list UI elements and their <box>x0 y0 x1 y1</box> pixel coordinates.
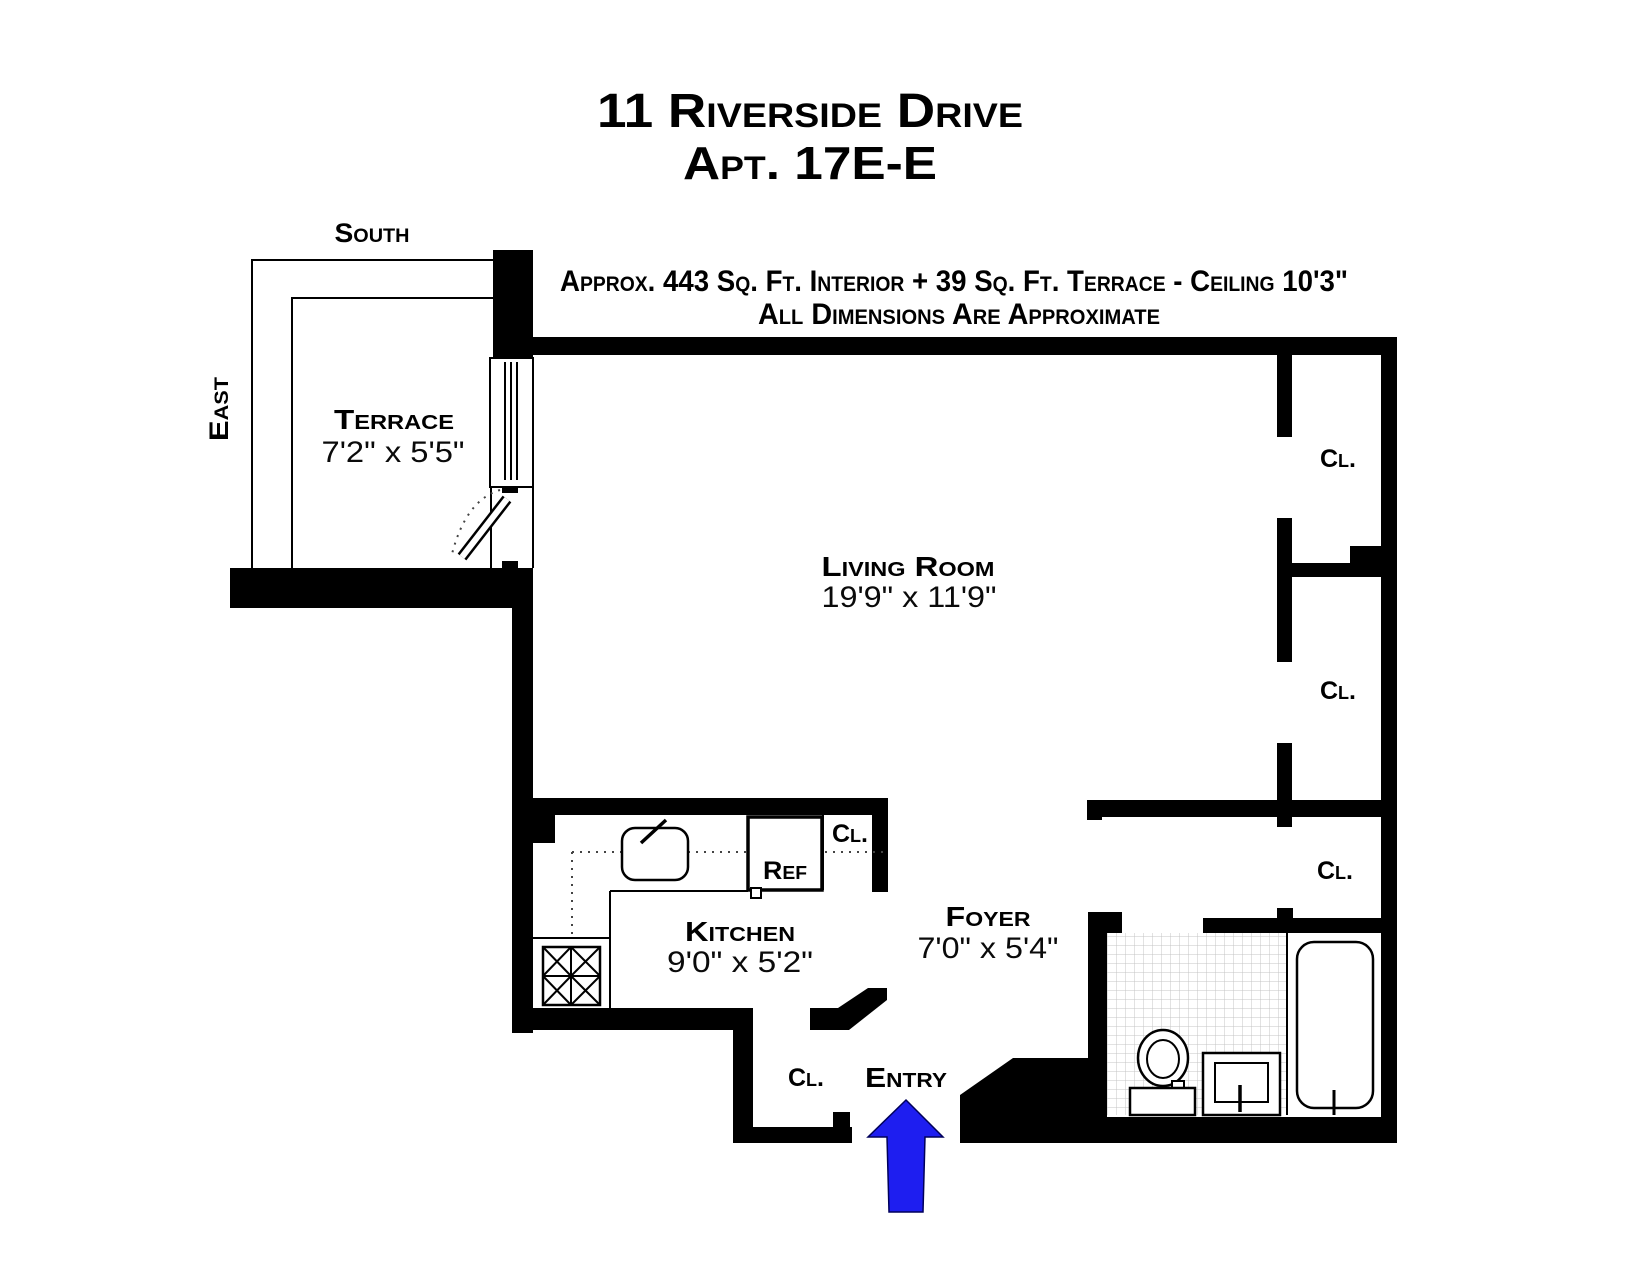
entry-label: Entry <box>865 1062 948 1093</box>
compass-east-label: East <box>204 377 234 441</box>
wall <box>1087 800 1397 817</box>
kitchen-sink <box>620 818 690 882</box>
closet-label-kitchen: Cl. <box>832 820 868 848</box>
apartment-title: Apt. 17E-E <box>683 137 937 189</box>
kitchen-dimensions: 9'0" x 5'2" <box>667 946 813 979</box>
wall <box>872 798 888 892</box>
wall <box>1293 918 1381 933</box>
closet-label-east-upper: Cl. <box>1320 445 1356 473</box>
wall <box>1277 355 1292 437</box>
closet-label-entry: Cl. <box>788 1064 824 1092</box>
stove <box>541 945 602 1007</box>
bathroom-sink <box>1201 1051 1282 1117</box>
building-title: 11 Riverside Drive <box>597 85 1023 138</box>
toilet <box>1128 1028 1197 1117</box>
wall <box>230 568 533 608</box>
wall <box>1088 933 1107 1058</box>
counter-dashed-line <box>571 851 884 938</box>
wall <box>1277 908 1293 933</box>
wall <box>493 250 533 357</box>
wall <box>733 1127 852 1143</box>
foyer-dimensions: 7'0" x 5'4" <box>918 932 1059 965</box>
wall <box>533 815 555 843</box>
door-jamb <box>502 561 518 569</box>
wall <box>960 1058 1397 1143</box>
living-room-dimensions: 19'9" x 11'9" <box>822 581 997 614</box>
refrigerator-label: Ref <box>763 857 807 885</box>
wall <box>733 1008 753 1143</box>
door-swing-arc <box>451 489 501 555</box>
wall <box>833 1112 850 1128</box>
wall <box>1381 337 1397 1143</box>
terrace-window <box>489 357 534 488</box>
wall <box>533 798 887 815</box>
compass-south-label: South <box>335 218 410 248</box>
wall <box>512 1008 753 1030</box>
wall <box>533 337 1397 355</box>
wall-diagonal <box>826 988 887 1030</box>
wall <box>512 608 533 1033</box>
wall <box>1277 563 1397 577</box>
bathtub <box>1295 940 1375 1115</box>
terrace-door <box>451 487 534 568</box>
area-note: Approx. 443 Sq. Ft. Interior + 39 Sq. Ft… <box>560 265 1348 298</box>
foyer-label: Foyer <box>946 901 1032 932</box>
wall <box>1088 912 1122 933</box>
wall <box>1203 918 1277 933</box>
wall <box>1277 518 1292 662</box>
kitchen-label: Kitchen <box>685 916 795 947</box>
wall <box>1087 800 1102 820</box>
disclaimer-note: All Dimensions Are Approximate <box>758 298 1160 331</box>
terrace-dimensions: 7'2" x 5'5" <box>322 436 465 469</box>
living-room-label: Living Room <box>822 551 995 582</box>
terrace-parapet-inner <box>291 297 493 568</box>
wall <box>1350 546 1381 563</box>
terrace-label: Terrace <box>334 404 454 435</box>
entry-arrow-icon <box>866 1098 945 1213</box>
terrace-parapet-outer <box>251 259 493 568</box>
closet-label-east-lower: Cl. <box>1317 857 1353 885</box>
walls <box>230 250 1397 1143</box>
refrigerator <box>746 815 824 899</box>
closet-label-east-middle: Cl. <box>1320 677 1356 705</box>
